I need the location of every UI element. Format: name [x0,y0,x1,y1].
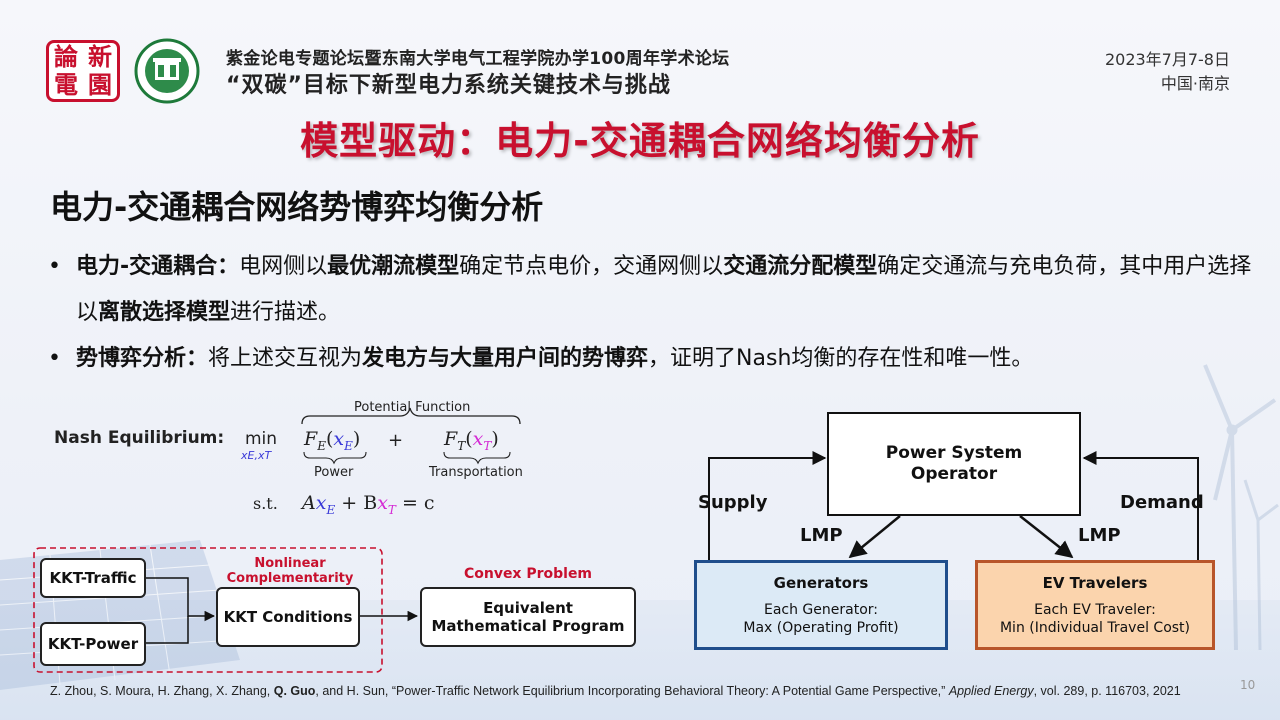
bullet-item: 势博弈分析：将上述交互视为发电方与大量用户间的势博弈，证明了Nash均衡的存在性… [46,336,1268,382]
conference-seal-logo: 論 新 電 園 [46,40,120,102]
generator-line-1: Each Generator: [763,602,878,618]
equation-label: Nash Equilibrium: [54,428,225,448]
ev-travelers-box: EV Travelers Each EV Traveler: Min (Indi… [975,560,1215,650]
transport-term: FT(xT) [444,428,499,453]
operator-title: Power System Operator [885,443,1023,484]
min-subscript: xE,xT [241,449,272,462]
conference-date: 2023年7月7-8日 [1104,50,1230,69]
bullet-emphasis: 最优潮流模型 [327,254,460,279]
bullet-emphasis: 交通流分配模型 [723,254,878,279]
conference-header: 紫金论电专题论坛暨东南大学电气工程学院办学100周年学术论坛 “双碳”目标下新型… [226,48,729,100]
bullet-list: 电力-交通耦合：电网侧以最优潮流模型确定节点电价，交通网侧以交通流分配模型确定交… [46,244,1268,382]
conference-title: “双碳”目标下新型电力系统关键技术与挑战 [226,73,671,98]
ev-title: EV Travelers [1042,574,1148,592]
bullet-text: 将上述交互视为 [208,346,363,371]
seal-char: 電 [54,70,78,99]
min-operator: min [245,429,278,449]
variable-symbol: x [315,492,327,514]
lmp-right-label: LMP [1078,525,1121,546]
conference-subtitle: 紫金论电专题论坛暨东南大学电气工程学院办学100周年学术论坛 [226,49,730,69]
kkt-power-box: KKT-Power [40,622,146,666]
plus-sign: + [388,430,404,451]
citation-authors: Z. Zhou, S. Moura, H. Zhang, X. Zhang, [50,684,271,698]
potential-function-label: Potential Function [354,400,471,415]
function-subscript: T [457,438,466,453]
power-label: Power [314,465,354,480]
bullet-text: 进行描述。 [230,300,341,325]
bullet-text: 确定交通流与充电负荷，其中用户选择以 [76,254,1252,325]
power-term: FE(xE) [304,428,361,453]
demand-label: Demand [1120,492,1204,513]
page-number: 10 [1240,678,1256,692]
conference-location: 中国·南京 [1160,74,1230,93]
function-subscript: E [317,438,326,453]
supply-label: Supply [698,492,768,513]
bullet-text: 确定节点电价，交通网侧以 [459,254,724,279]
matrix-b: + B [341,492,378,514]
slide-title: 模型驱动：电力-交通耦合网络均衡分析 [300,119,980,163]
citation-title: , and H. Sun, “Power-Traffic Network Equ… [315,684,946,698]
bullet-text: ，证明了Nash均衡的存在性和唯一性。 [648,346,1034,371]
citation-highlight-author: Q. Guo [273,684,316,698]
seal-char: 新 [88,42,112,71]
lmp-left-label: LMP [800,525,843,546]
bullet-emphasis: 发电方与大量用户间的势博弈 [362,346,649,371]
citation-details: , vol. 289, p. 116703, 2021 [1033,684,1181,698]
constraint-rhs: = c [401,492,435,514]
university-badge-icon [134,38,200,104]
bullet-emphasis: 离散选择模型 [98,300,231,325]
bullet-item: 电力-交通耦合：电网侧以最优潮流模型确定节点电价，交通网侧以交通流分配模型确定交… [46,244,1268,336]
conference-date-location: 2023年7月7-8日 中国·南京 [1105,48,1230,96]
variable-symbol: x [333,428,345,450]
variable-symbol: x [377,492,388,514]
bullet-text: 电网侧以 [239,254,328,279]
bullet-lead: 势博弈分析： [76,346,209,371]
equivalent-program-box: Equivalent Mathematical Program [420,587,636,647]
variable-symbol: x [472,428,484,450]
ev-line-1: Each EV Traveler: [1034,602,1156,618]
function-symbol: F [304,428,318,450]
ev-line-2: Min (Individual Travel Cost) [999,620,1191,636]
constraint: AxE + BxT = c [302,492,435,517]
matrix-a: A [302,492,316,514]
convex-problem-label: Convex Problem [463,566,593,582]
transportation-label: Transportation [429,465,523,480]
generators-box: Generators Each Generator: Max (Operatin… [694,560,948,650]
function-symbol: F [444,428,458,450]
variable-subscript: E [344,438,353,453]
generators-title: Generators [773,574,869,592]
section-title: 电力-交通耦合网络势博弈均衡分析 [50,188,544,226]
bullet-lead: 电力-交通耦合： [76,254,240,279]
power-system-operator-box: Power System Operator [827,412,1081,516]
subject-to: s.t. [253,494,278,513]
citation-journal: Applied Energy [948,684,1034,698]
seal-char: 論 [54,42,78,71]
generator-line-2: Max (Operating Profit) [743,620,899,636]
variable-subscript: E [326,502,336,517]
variable-subscript: T [387,502,396,517]
kkt-conditions-box: KKT Conditions [216,587,360,647]
variable-subscript: T [483,438,492,453]
seal-char: 園 [88,70,112,99]
citation: Z. Zhou, S. Moura, H. Zhang, X. Zhang, Q… [50,683,1270,699]
kkt-traffic-box: KKT-Traffic [40,558,146,598]
